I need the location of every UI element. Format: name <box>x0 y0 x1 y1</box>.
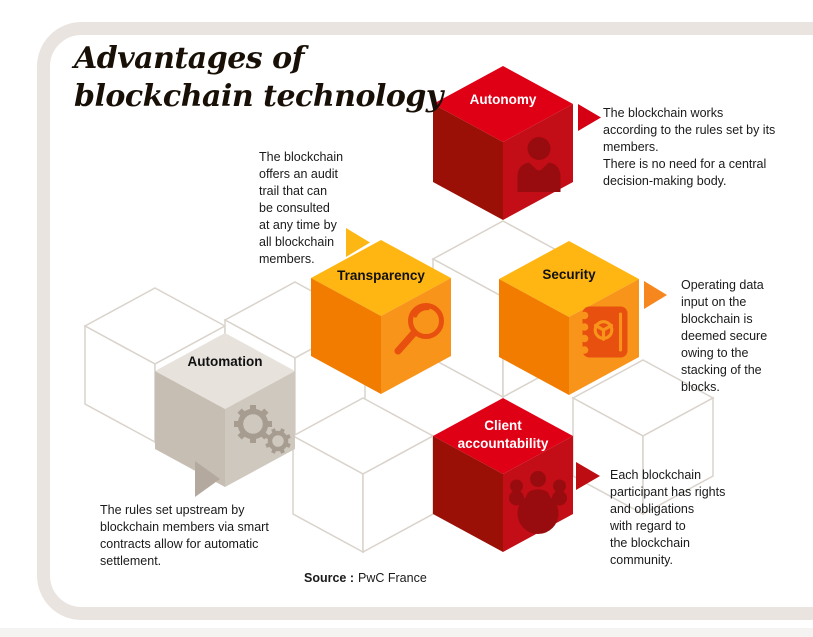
safe-icon <box>580 306 628 358</box>
autonomy-description: The blockchain works according to the ru… <box>603 106 776 188</box>
transparency-label: Transparency <box>337 268 425 283</box>
transparency-cube <box>311 228 451 394</box>
client-accountability-cube <box>433 398 600 552</box>
client-left-face <box>433 436 503 552</box>
community-icon <box>509 471 567 534</box>
rounded-frame <box>37 22 813 620</box>
page-title: Advantages of blockchain technology <box>74 40 443 116</box>
client-accountability-description: Each blockchain participant has rights a… <box>610 468 726 567</box>
automation-description: The rules set upstream by blockchain mem… <box>100 503 269 568</box>
security-cube <box>499 241 667 395</box>
security-description: Operating data input on the blockchain i… <box>681 278 768 394</box>
wireframe-cube <box>291 397 435 554</box>
autonomy-label: Autonomy <box>469 92 537 107</box>
automation-left-face <box>155 371 225 487</box>
automation-cube <box>155 333 295 497</box>
transparency-description: The blockchain offers an audit trail tha… <box>259 150 344 266</box>
automation-label: Automation <box>187 354 263 369</box>
automation-right-face <box>225 371 295 487</box>
client-accountability-label: Client accountability <box>457 418 549 451</box>
bottom-strip <box>0 628 813 637</box>
magnifier-icon <box>394 303 444 355</box>
transparency-pointer-triangle <box>346 228 370 257</box>
source-note: Source :PwC France <box>304 571 427 585</box>
security-label: Security <box>542 267 596 282</box>
transparency-left-face <box>311 278 381 394</box>
autonomy-left-face <box>433 104 503 220</box>
person-icon <box>517 137 561 192</box>
autonomy-cube <box>433 66 601 220</box>
automation-pointer-triangle <box>195 461 220 497</box>
autonomy-pointer-triangle <box>578 104 601 131</box>
security-left-face <box>499 279 569 395</box>
source-label: Source : <box>304 571 355 585</box>
page-title-line1: Advantages of <box>74 41 305 76</box>
wireframe-cube <box>571 359 715 516</box>
gears-icon <box>234 405 291 454</box>
security-pointer-triangle <box>644 281 667 309</box>
page-title-line2: blockchain technology <box>74 79 443 114</box>
source-value: PwC France <box>358 571 427 585</box>
client-pointer-triangle <box>576 462 600 490</box>
